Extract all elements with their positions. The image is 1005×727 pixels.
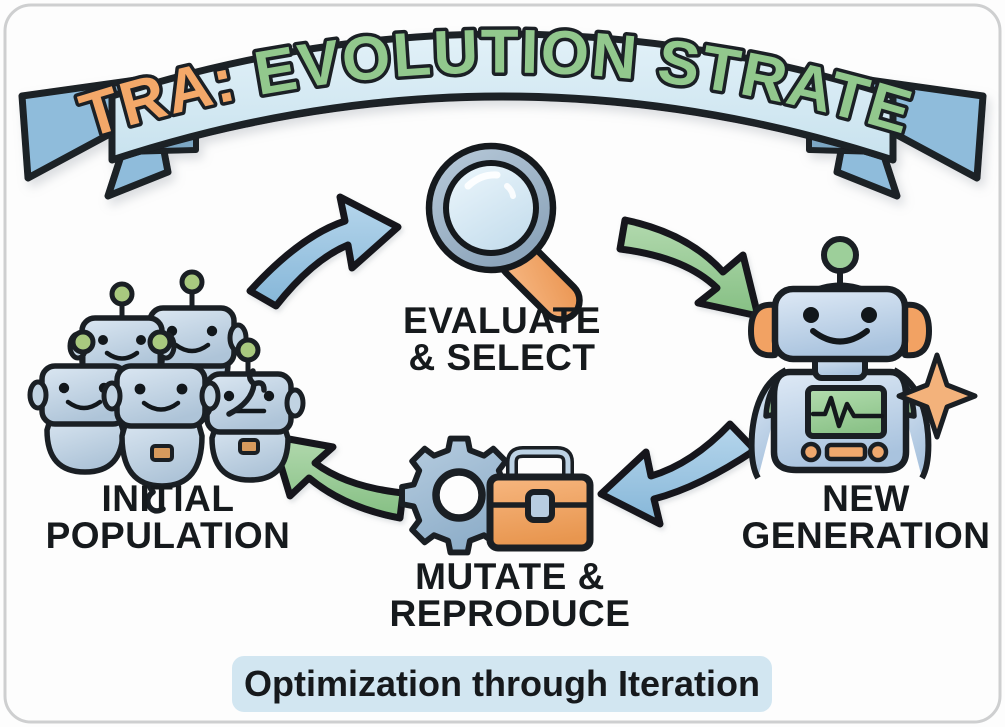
toolbox-latch <box>525 489 555 523</box>
label-initial-population: INITIAL POPULATION <box>46 478 291 556</box>
robot-ear-right <box>902 301 932 359</box>
robot-button-center <box>824 442 868 462</box>
robot-button-left <box>800 441 822 463</box>
robot-small-center <box>101 329 267 514</box>
label-new-generation: NEW GENERATION <box>742 478 991 556</box>
label-new-generation-line-1: NEW <box>822 478 910 519</box>
robot-small-right <box>192 337 306 483</box>
magnifier-ring <box>429 146 553 270</box>
footer-caption: Optimization through Iteration <box>232 656 772 712</box>
robot-ear-left <box>748 301 778 359</box>
footer-caption-text: Optimization through Iteration <box>244 663 760 704</box>
magnifying-glass-icon <box>425 142 583 323</box>
label-evaluate-select-line-1: EVALUATE <box>403 300 601 341</box>
robot-button-right <box>867 441 889 463</box>
footer-caption-pill <box>232 656 772 712</box>
robot-antenna-ball <box>821 236 859 274</box>
label-new-generation-line-2: GENERATION <box>742 515 991 556</box>
arrow-newgen-to-mutate <box>597 420 759 528</box>
robot-head <box>771 285 909 363</box>
gear-toolbox-icon <box>399 435 594 556</box>
label-initial-population-line-2: POPULATION <box>46 515 291 556</box>
robot-large-icon <box>748 236 978 480</box>
robot-ecg-line <box>810 395 885 429</box>
label-mutate-reproduce: MUTATE & REPRODUCE <box>390 556 631 634</box>
arrow-population-to-evaluate <box>246 193 402 310</box>
arrow-evaluate-to-newgen <box>616 216 762 320</box>
label-mutate-reproduce-line-2: REPRODUCE <box>390 593 631 634</box>
sparkle-icon <box>896 352 978 440</box>
label-mutate-reproduce-line-1: MUTATE & <box>415 556 605 597</box>
ribbon-face-body <box>108 30 897 164</box>
page-frame <box>3 3 1002 724</box>
label-evaluate-select-line-2: & SELECT <box>409 337 596 378</box>
robot-smile <box>810 328 870 345</box>
label-initial-population-line-1: INITIAL <box>102 478 235 519</box>
robot-crowd-icon <box>27 269 306 514</box>
toolbox-icon <box>486 446 594 552</box>
title-ribbon <box>18 30 987 200</box>
label-evaluate-select: EVALUATE & SELECT <box>403 300 601 378</box>
